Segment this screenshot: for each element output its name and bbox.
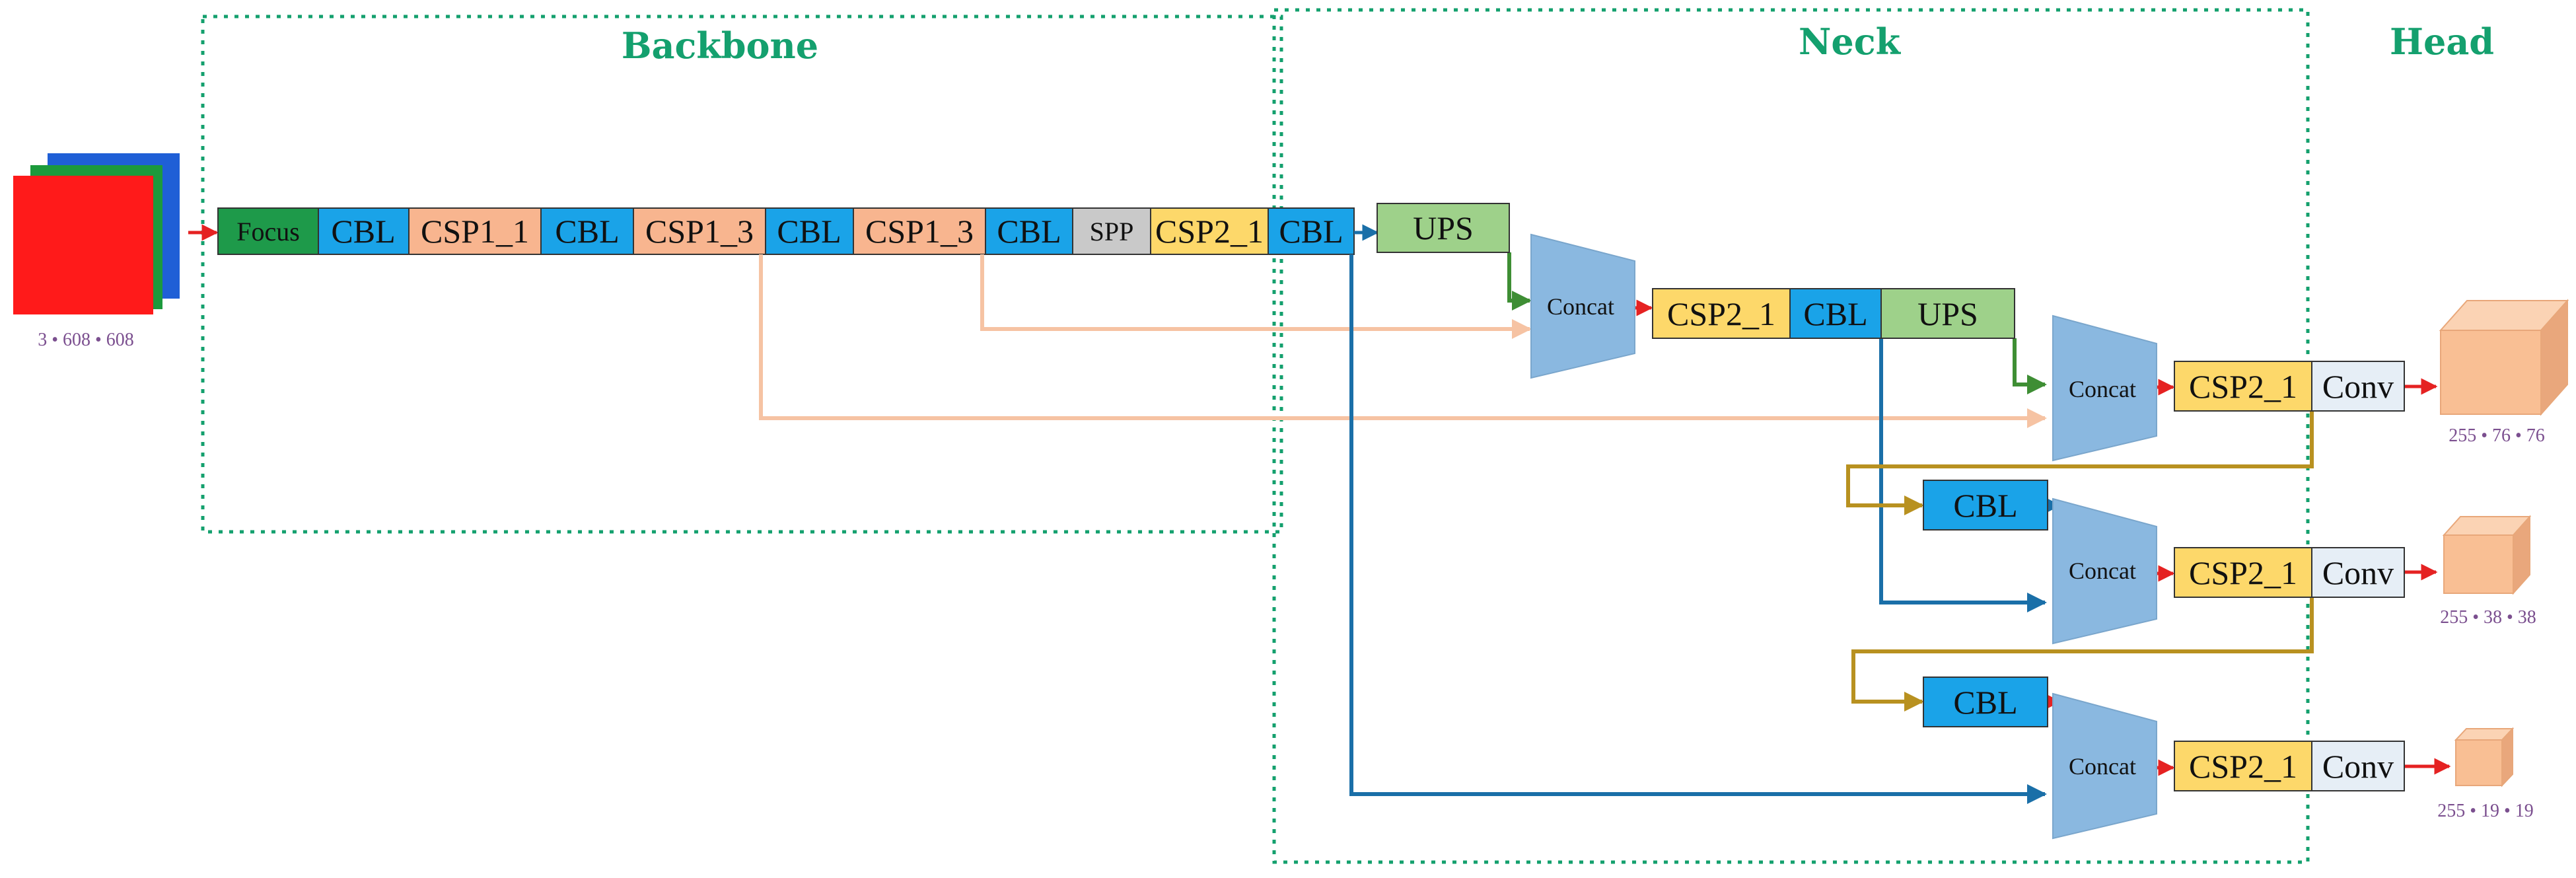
svg-text:CBL: CBL (331, 213, 395, 250)
svg-text:Focus: Focus (236, 217, 300, 246)
backbone-chain: Focus CBL CSP1_1 CBL CSP1_3 CBL CSP1_3 C… (217, 207, 1355, 255)
svg-text:CSP2_1: CSP2_1 (1667, 295, 1775, 332)
csp1-3-block-a (633, 207, 766, 255)
arrow-ups2-to-concat2 (2013, 338, 2047, 394)
feedback-csp21b-to-cblb (1846, 411, 2314, 515)
skip-csp13b-to-concat1 (980, 254, 1532, 339)
conv-block-3 (2311, 741, 2405, 791)
concat-block-2 (2052, 314, 2157, 462)
svg-text:CSP2_1: CSP2_1 (2189, 368, 2297, 405)
conv-block-2 (2311, 547, 2405, 598)
svg-text:CBL: CBL (1953, 684, 2017, 721)
svg-text:CSP1_3: CSP1_3 (865, 213, 974, 250)
concat-block-4 (2052, 692, 2157, 840)
output-dims-2: 255 • 38 • 38 (2440, 607, 2536, 628)
output-cube-large (2439, 299, 2569, 416)
cbl-block-1 (318, 207, 410, 255)
csp2-1-block-backbone (1150, 207, 1269, 255)
backbone-frame (201, 15, 1283, 534)
svg-text:CSP1_3: CSP1_3 (645, 213, 754, 250)
svg-text:Concat: Concat (2069, 753, 2136, 780)
csp1-3-block-b (853, 207, 986, 255)
head-title: Head (2390, 20, 2494, 63)
ups-block-1 (1377, 203, 1510, 253)
cbl-block-3 (765, 207, 854, 255)
concat-block-1 (1530, 233, 1635, 379)
svg-text:Concat: Concat (1547, 293, 1614, 320)
cbl-block-c (1923, 677, 2048, 727)
svg-text:CSP2_1: CSP2_1 (1155, 213, 1264, 250)
neck-title: Neck (1799, 20, 1902, 63)
output-cube-medium (2442, 515, 2532, 595)
output-cube-small (2454, 727, 2515, 787)
output-dims-3: 255 • 19 • 19 (2437, 801, 2534, 821)
feedback-csp21c-to-cblc (1851, 596, 2314, 712)
neck-frame (1272, 8, 2310, 864)
csp1-1-block (408, 207, 542, 255)
svg-text:UPS: UPS (1413, 209, 1474, 246)
svg-text:Concat: Concat (2069, 558, 2136, 584)
svg-text:CBL: CBL (555, 213, 619, 250)
cbl-block-4 (985, 207, 1073, 255)
svg-text:CSP1_1: CSP1_1 (421, 213, 529, 250)
svg-text:Concat: Concat (2069, 376, 2136, 402)
csp2-1-block-d (2174, 741, 2312, 791)
svg-text:Conv: Conv (2322, 554, 2394, 591)
svg-text:CSP2_1: CSP2_1 (2189, 748, 2297, 785)
output-dims-1: 255 • 76 • 76 (2449, 425, 2545, 446)
svg-text:UPS: UPS (1917, 295, 1978, 332)
cbl-block-2 (540, 207, 634, 255)
skip-csp13a-to-concat2 (759, 254, 2047, 428)
csp2-1-block-a (1652, 288, 1791, 339)
input-image-stack (13, 153, 180, 314)
arrow-ups1-to-concat1 (1507, 252, 1532, 311)
concat-block-3 (2052, 497, 2157, 645)
backbone-title: Backbone (622, 24, 818, 67)
svg-text:CBL: CBL (777, 213, 841, 250)
svg-text:CBL: CBL (1953, 487, 2017, 524)
skip-cbl5-to-concat4 (1349, 254, 2047, 804)
svg-text:CBL: CBL (997, 213, 1061, 250)
cbl-block-b (1923, 480, 2048, 530)
svg-text:CBL: CBL (1279, 213, 1343, 250)
input-dims-label: 3 • 608 • 608 (38, 330, 134, 350)
conv-block-1 (2311, 361, 2405, 412)
svg-text:SPP: SPP (1090, 217, 1134, 246)
skip-cbla-to-concat3 (1879, 338, 2047, 612)
svg-text:CSP2_1: CSP2_1 (2189, 554, 2297, 591)
cbl-block-5 (1268, 207, 1355, 255)
svg-text:Conv: Conv (2322, 748, 2394, 785)
svg-text:CBL: CBL (1803, 295, 1867, 332)
ups-block-2 (1880, 288, 2015, 339)
svg-text:Conv: Conv (2322, 368, 2394, 405)
csp2-1-block-c (2174, 547, 2312, 598)
